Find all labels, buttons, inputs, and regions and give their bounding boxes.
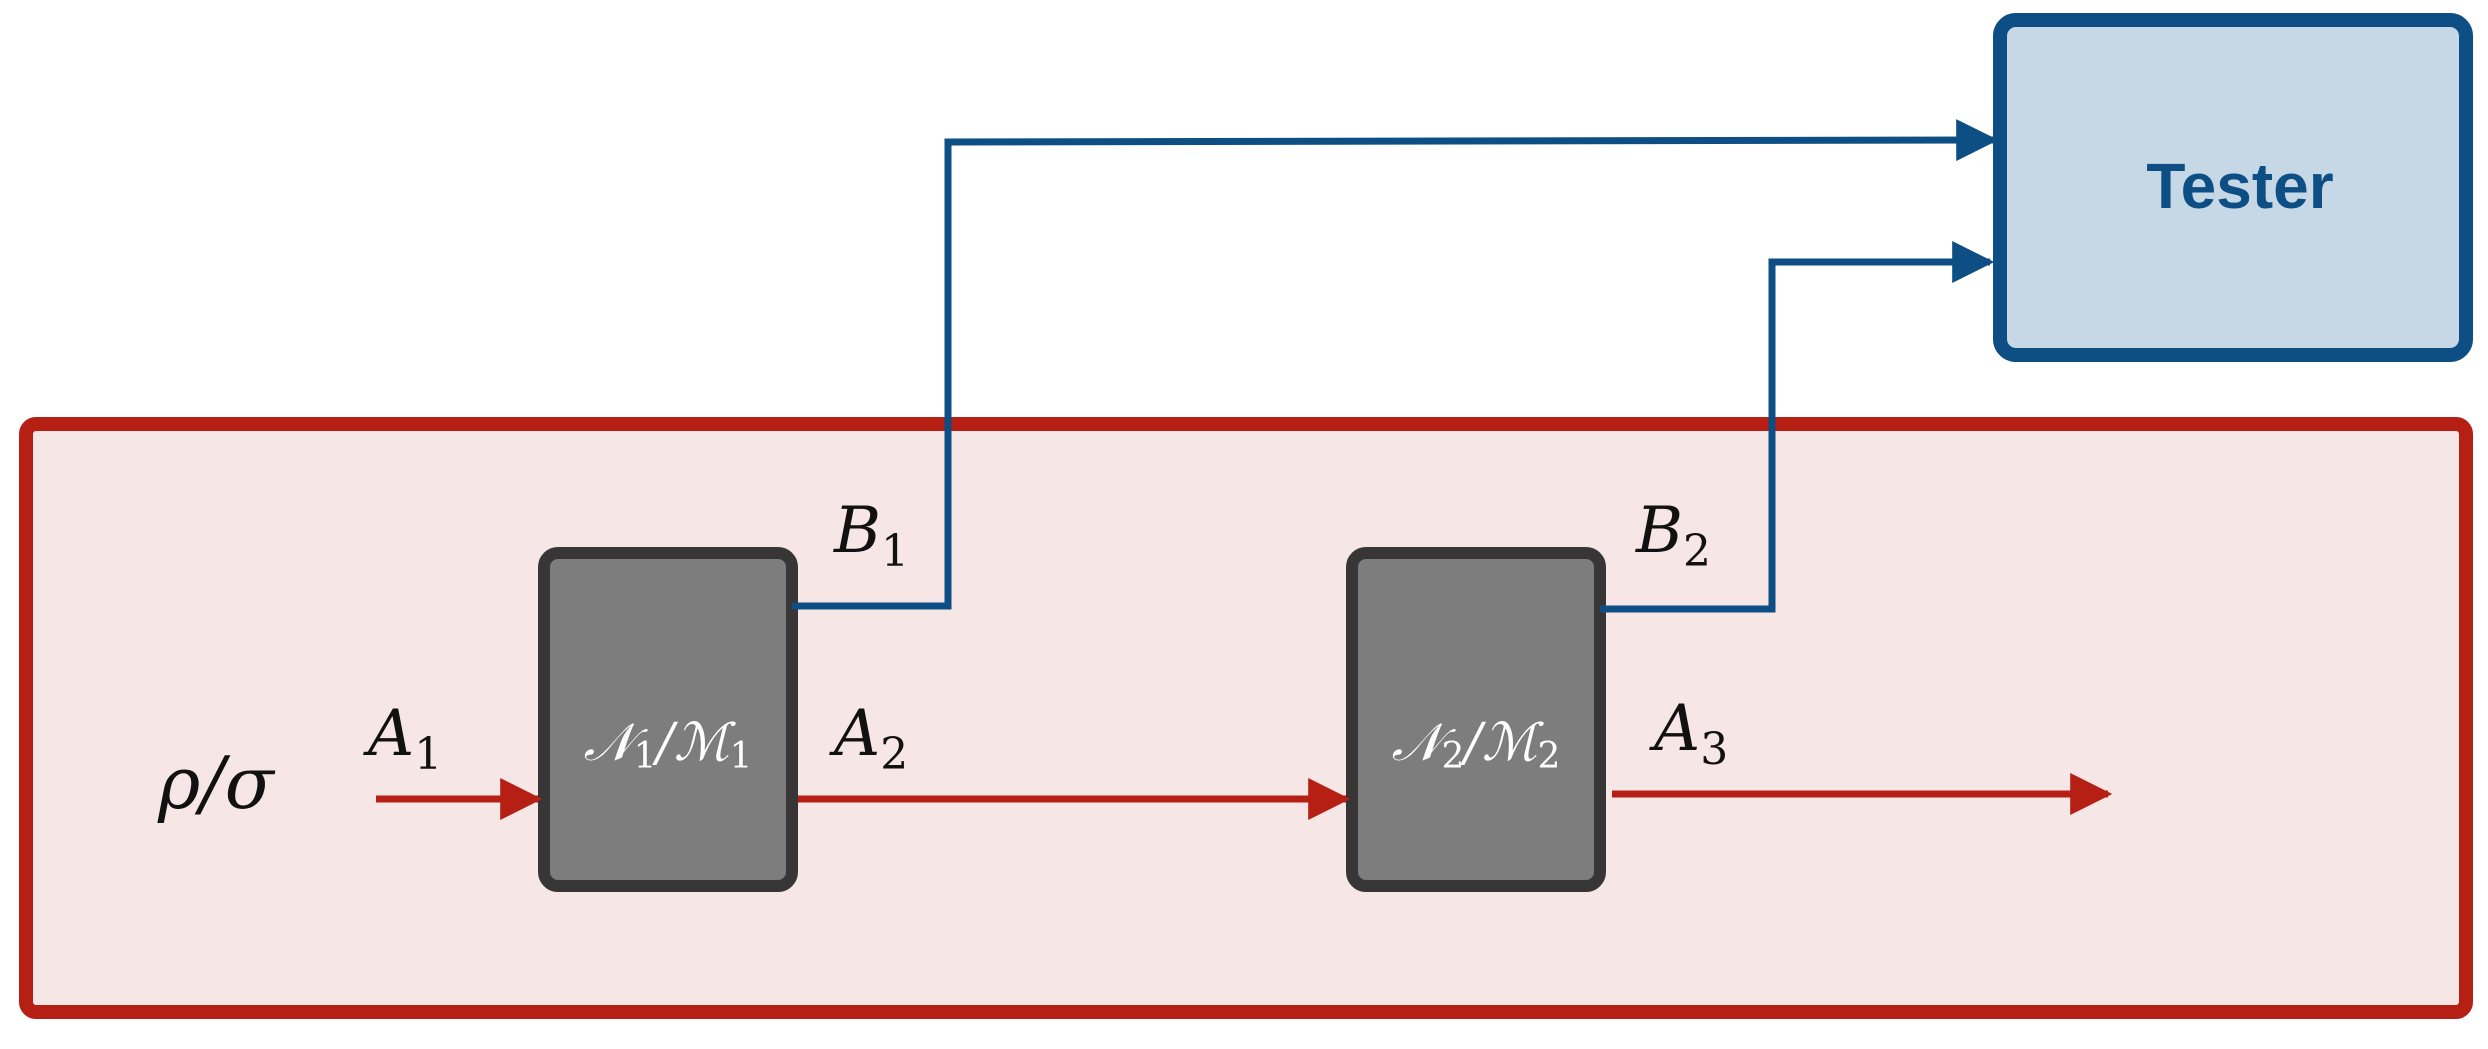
channel-1-box (538, 547, 798, 892)
channel-2-index-n: 2 (1441, 736, 1464, 777)
system-a1-letter: A (363, 697, 414, 771)
system-b2-subscript: 2 (1683, 526, 1711, 577)
channel-1-index-m: 1 (729, 736, 752, 777)
wire-b2-arrow (1600, 241, 1995, 613)
channel-1-symbol-m: ℳ (674, 713, 736, 773)
channel-1-label: 𝒩1/ℳ1 (584, 713, 753, 777)
system-b1-letter: B (833, 494, 881, 568)
tester-box (1993, 13, 2473, 362)
channel-1-index-n: 1 (633, 736, 656, 777)
channel-2-label: 𝒩2/ℳ2 (1392, 713, 1561, 777)
system-a3-subscript: 3 (1700, 724, 1728, 775)
system-label-b2: B2 (1635, 494, 1711, 577)
channel-2-box (1346, 547, 1606, 892)
system-label-a2: A2 (829, 697, 908, 780)
system-label-b1: B1 (833, 494, 909, 577)
system-a2-subscript: 2 (880, 729, 908, 780)
tester-label: Tester (2146, 150, 2333, 222)
system-b2-letter: B (1635, 494, 1683, 568)
channel-2-index-m: 2 (1537, 736, 1560, 777)
system-b1-subscript: 1 (881, 526, 909, 577)
input-state-label: ρ/σ (157, 741, 276, 825)
channel-2-symbol-m: ℳ (1482, 713, 1544, 773)
channel-1-slash: / (651, 713, 678, 773)
system-a1-subscript: 1 (414, 729, 442, 780)
system-label-a3: A3 (1649, 692, 1728, 775)
channel-2-slash: / (1459, 713, 1486, 773)
system-a2-letter: A (829, 697, 880, 771)
system-a3-letter: A (1649, 692, 1700, 766)
system-label-a1: A1 (363, 697, 442, 780)
wire-b1-arrow (792, 119, 1999, 610)
